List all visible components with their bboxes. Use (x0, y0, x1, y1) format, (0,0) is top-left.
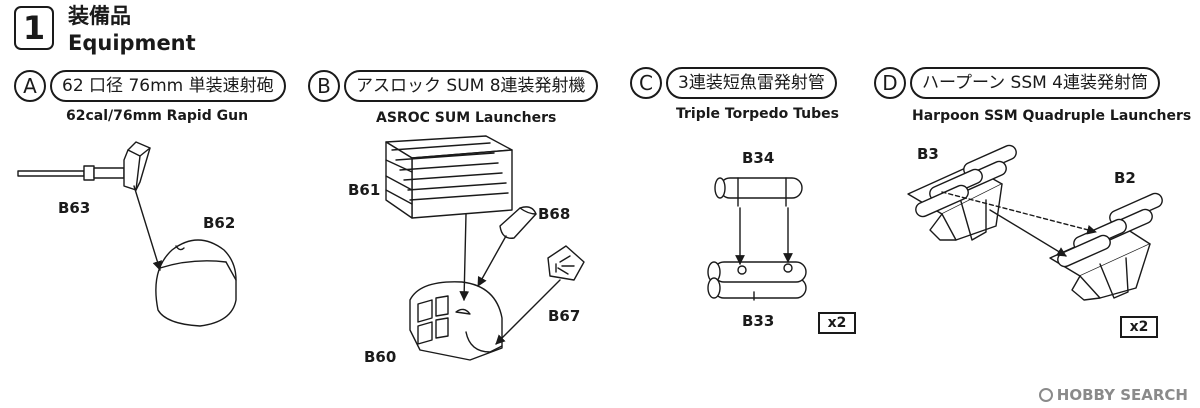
part-label-b34: B34 (742, 149, 775, 167)
section-a-title-en: 62cal/76mm Rapid Gun (66, 108, 249, 124)
arrow-b3 (495, 279, 561, 345)
asroc-part-b67 (547, 245, 585, 281)
step-title-en: Equipment (68, 31, 196, 55)
part-label-b68: B68 (538, 205, 571, 223)
arrow-d2 (989, 209, 1067, 257)
torpedo-tubes-b33 (707, 261, 807, 301)
harpoon-launcher-b3 (907, 144, 1017, 241)
quantity-badge-c: x2 (818, 312, 856, 334)
section-b-title-en: ASROC SUM Launchers (376, 110, 557, 126)
section-a-letter: A (14, 70, 46, 102)
gun-turret-b62 (155, 239, 237, 327)
part-label-b67: B67 (548, 307, 581, 325)
section-c-title-en: Triple Torpedo Tubes (676, 106, 839, 122)
section-d-letter: D (874, 67, 906, 99)
hobby-search-logo-icon (1038, 388, 1053, 402)
part-label-b33: B33 (742, 312, 775, 330)
part-label-b63: B63 (58, 199, 91, 217)
section-c-letter: C (630, 67, 662, 99)
part-label-b3: B3 (917, 145, 939, 163)
quantity-badge-d: x2 (1120, 316, 1158, 338)
section-d-title-jp: ハープーン SSM 4連装発射筒 (910, 67, 1161, 99)
step-number: 1 (14, 6, 54, 50)
arrow-a (133, 185, 163, 271)
section-d-title-en: Harpoon SSM Quadruple Launchers (912, 108, 1192, 124)
section-c-title-jp: 3連装短魚雷発射管 (666, 67, 837, 99)
part-label-b61: B61 (348, 181, 381, 199)
arrow-d1 (941, 191, 1097, 235)
arrow-b2 (477, 235, 507, 287)
part-label-b2: B2 (1114, 169, 1136, 187)
part-label-b60: B60 (364, 348, 397, 366)
gun-barrel-b63 (17, 141, 151, 191)
watermark-text: HOBBY SEARCH (1056, 386, 1188, 404)
section-b-title-jp: アスロック SUM 8連装発射機 (344, 70, 598, 102)
section-b-letter: B (308, 70, 340, 102)
torpedo-part-b34 (714, 177, 803, 207)
section-a-title-jp: 62 口径 76mm 単装速射砲 (50, 70, 286, 102)
watermark: HOBBY SEARCH (1038, 386, 1188, 404)
step-title-jp: 装備品 (68, 4, 131, 28)
asroc-part-b68 (499, 206, 537, 239)
harpoon-launcher-b2 (1049, 192, 1163, 301)
asroc-base-b60 (409, 281, 503, 361)
asroc-launcher-b61 (385, 135, 513, 219)
arrow-b1 (459, 213, 470, 301)
part-label-b62: B62 (203, 214, 236, 232)
